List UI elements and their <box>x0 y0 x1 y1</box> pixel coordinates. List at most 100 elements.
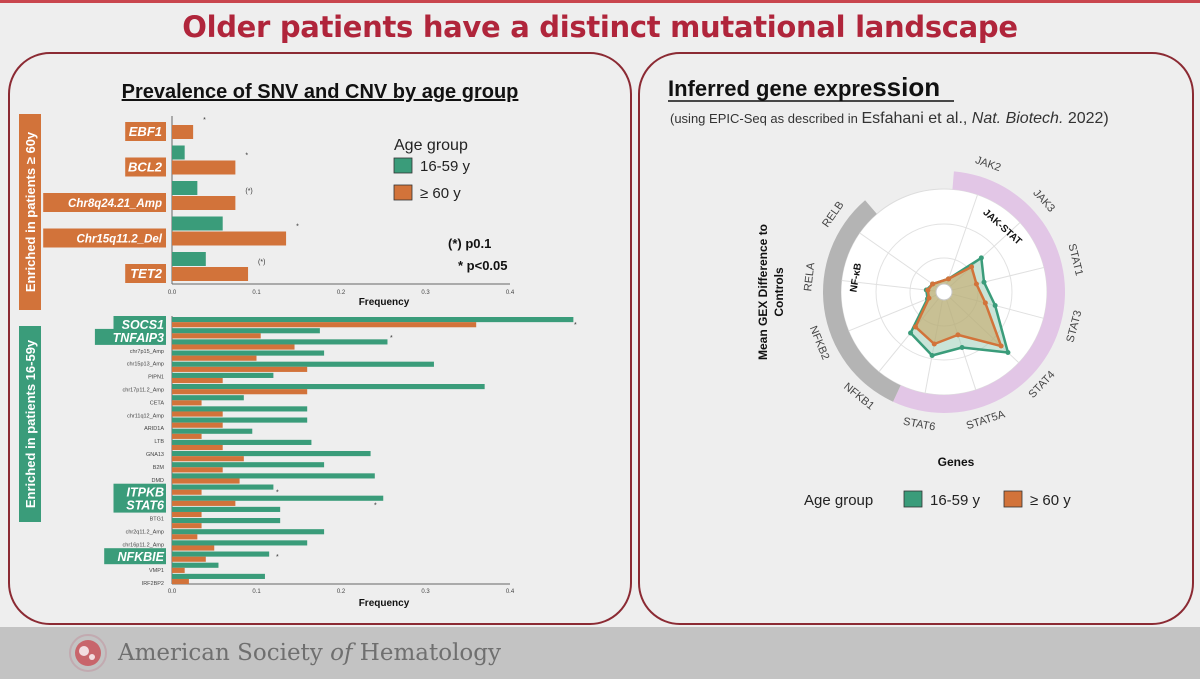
bottom-bar-young <box>172 439 312 445</box>
slide-title: Older patients have a distinct mutationa… <box>182 10 1018 44</box>
bottom-category-label: ITPKB <box>127 486 165 500</box>
left-legend-young-swatch <box>393 157 413 174</box>
bottom-bar-old <box>172 500 236 506</box>
right-legend-old-label: ≥ 60 y <box>1030 492 1071 509</box>
top-bar-young <box>172 145 185 160</box>
bottom-bar-young <box>172 384 485 390</box>
bottom-bar-old <box>172 467 223 473</box>
radar-series-young-point <box>959 345 965 351</box>
bottom-bar-young <box>172 573 265 579</box>
radar-series-old-point <box>998 343 1004 349</box>
bottom-bar-old <box>172 400 202 406</box>
bottom-bar-young <box>172 406 308 412</box>
bottom-bar-old <box>172 523 202 529</box>
bottom-category-box <box>104 548 166 565</box>
bottom-bar-old <box>172 444 223 451</box>
bottom-bar-young <box>172 473 375 479</box>
bottom-category-label: PIPN1 <box>148 375 164 381</box>
radar-group-label-nfkb: NF-κB <box>848 262 864 293</box>
side-label-old-box <box>19 114 41 310</box>
radar-ring-nfkb <box>823 200 901 402</box>
right-legend-young-swatch <box>903 490 923 508</box>
radar-series-young-point <box>929 352 935 358</box>
radar-axis-label: JAK2 <box>974 154 1003 174</box>
radar-series-young-point <box>992 303 998 309</box>
side-label-young-box <box>19 326 41 522</box>
left-legend-title: Age group <box>394 137 468 154</box>
bottom-bar-old <box>172 567 185 573</box>
bottom-significance-marker: * <box>390 335 393 342</box>
radar-series-young-point <box>1005 349 1011 355</box>
bottom-bar-young <box>172 462 325 468</box>
top-bar-young <box>172 181 198 195</box>
bottom-category-label: LTB <box>154 439 164 445</box>
bottom-category-label: BTG1 <box>150 517 164 523</box>
bottom-category-label: chr16p11.2_Amp <box>123 542 164 548</box>
bottom-bar-young <box>172 428 253 434</box>
top-bar-old <box>172 125 194 139</box>
right-title-main: Inferred gene expre <box>668 76 872 101</box>
bottom-bar-old <box>172 556 206 562</box>
right-title-tail: ssion <box>872 72 940 102</box>
bottom-category-label: SOCS1 <box>122 318 164 332</box>
top-x-tick: 0.1 <box>252 290 261 296</box>
radar-series-old-point <box>912 324 918 330</box>
ash-logo-icon <box>69 634 107 672</box>
bottom-bar-young <box>172 417 308 423</box>
radar-series-young-point <box>908 330 914 336</box>
radar-spoke <box>859 232 945 293</box>
left-panel-frame <box>8 52 632 625</box>
radar-axis-label: JAK3 <box>1030 187 1057 215</box>
radar-axis-label: STAT5A <box>965 408 1007 432</box>
left-panel-title: Prevalence of SNV and CNV by age group <box>122 81 519 103</box>
bottom-category-label: chr11q12_Amp <box>127 413 164 419</box>
right-legend-old-swatch <box>1003 490 1023 508</box>
bottom-bar-old <box>172 344 295 350</box>
radar-series-old-point <box>925 287 931 293</box>
top-x-label: Frequency <box>359 297 410 308</box>
prevalence-chart: Prevalence of SNV and CNV by age group E… <box>19 81 577 609</box>
top-accent-line <box>0 0 1200 3</box>
bottom-bar-young <box>172 484 274 490</box>
bottom-x-tick: 0.3 <box>421 589 430 595</box>
bottom-bar-old <box>172 422 223 428</box>
bottom-category-label: chr2q11.2_Amp <box>126 529 164 535</box>
top-significance-marker: (*) <box>245 188 252 195</box>
left-legend-old-swatch <box>393 184 413 201</box>
bottom-category-label: chr15p13_Amp <box>127 362 164 368</box>
bottom-bar-old <box>172 578 189 585</box>
top-category-label: BCL2 <box>128 160 163 175</box>
right-legend-young-label: 16-59 y <box>930 492 981 509</box>
bottom-x-label: Frequency <box>359 598 410 609</box>
top-x-tick: 0.3 <box>421 290 430 296</box>
radar-axis-label: STAT3 <box>1064 309 1084 344</box>
right-legend-title: Age group <box>804 492 873 509</box>
side-label-old: Enriched in patients ≥ 60y <box>23 131 38 292</box>
bottom-bar-old <box>172 333 261 339</box>
radar-axis-label: RELA <box>802 261 817 292</box>
bottom-category-label: STAT6 <box>126 499 165 513</box>
radar-grid-circle <box>875 223 1013 361</box>
bottom-bar-young <box>172 562 219 568</box>
bottom-bar-old <box>172 478 240 484</box>
footer-organization: American Society of Hematology <box>118 640 501 666</box>
bottom-bar-young <box>172 317 574 323</box>
bottom-bar-old <box>172 411 223 417</box>
top-bar-old <box>172 231 287 246</box>
top-category-box <box>43 193 167 212</box>
bottom-category-box <box>113 483 166 500</box>
left-legend-old-label: ≥ 60 y <box>420 185 461 202</box>
radar-series-young-point <box>978 255 984 261</box>
top-bar-old <box>172 267 249 281</box>
bottom-bar-old <box>172 511 202 518</box>
bottom-category-label: NFKBIE <box>117 550 164 564</box>
top-category-box <box>125 157 166 177</box>
bottom-x-tick: 0.4 <box>506 589 515 595</box>
bottom-significance-marker: * <box>574 322 577 329</box>
right-panel-subtitle: (using EPIC-Seq as described in Esfahani… <box>670 110 1109 127</box>
radar-axis-label: RELB <box>820 199 846 229</box>
radar-center <box>935 283 953 301</box>
footer-bar: American Society of Hematology <box>0 627 1200 679</box>
top-bar-young <box>172 216 223 231</box>
radar-series-old-point <box>946 276 952 282</box>
